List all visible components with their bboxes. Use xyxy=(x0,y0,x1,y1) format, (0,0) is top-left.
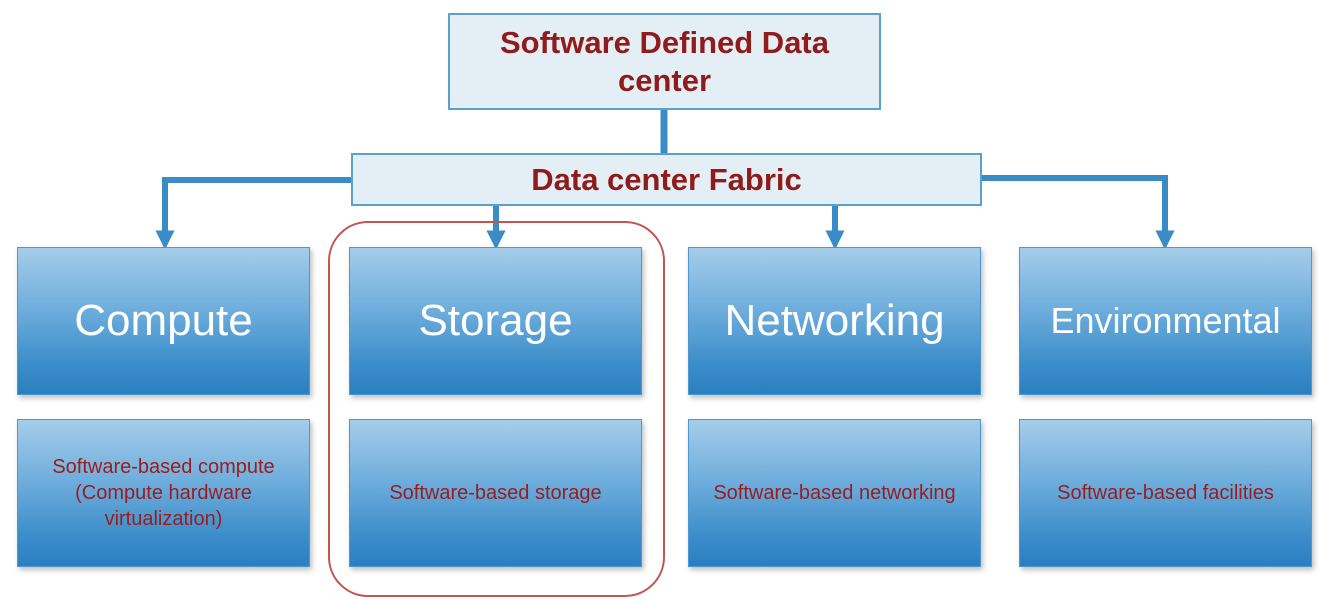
storage-label: Storage xyxy=(418,296,573,345)
arrow-to-compute xyxy=(155,177,351,250)
arrow-to-environmental xyxy=(982,175,1175,250)
networking-label: Networking xyxy=(724,296,945,345)
storage-description: Software-based storage xyxy=(389,482,602,504)
networking-description: Software-based networking xyxy=(713,482,956,504)
sddc-title: Software Defined Data center xyxy=(499,24,829,98)
environmental-label: Environmental xyxy=(1050,300,1281,341)
environmental-description: Software-based facilities xyxy=(1057,482,1274,504)
networking-box: Networking xyxy=(688,247,981,395)
storage-description-box: Software-based storage xyxy=(349,419,642,567)
compute-description: Software-based compute (Compute hardware… xyxy=(52,456,275,530)
networking-description-box: Software-based networking xyxy=(688,419,981,567)
sddc-title-box: Software Defined Data center xyxy=(448,13,881,110)
storage-box: Storage xyxy=(349,247,642,395)
environmental-box: Environmental xyxy=(1019,247,1312,395)
fabric-title: Data center Fabric xyxy=(531,161,802,197)
fabric-box: Data center Fabric xyxy=(351,153,982,206)
environmental-description-box: Software-based facilities xyxy=(1019,419,1312,567)
compute-label: Compute xyxy=(74,296,253,345)
compute-box: Compute xyxy=(17,247,310,395)
compute-description-box: Software-based compute (Compute hardware… xyxy=(17,419,310,567)
